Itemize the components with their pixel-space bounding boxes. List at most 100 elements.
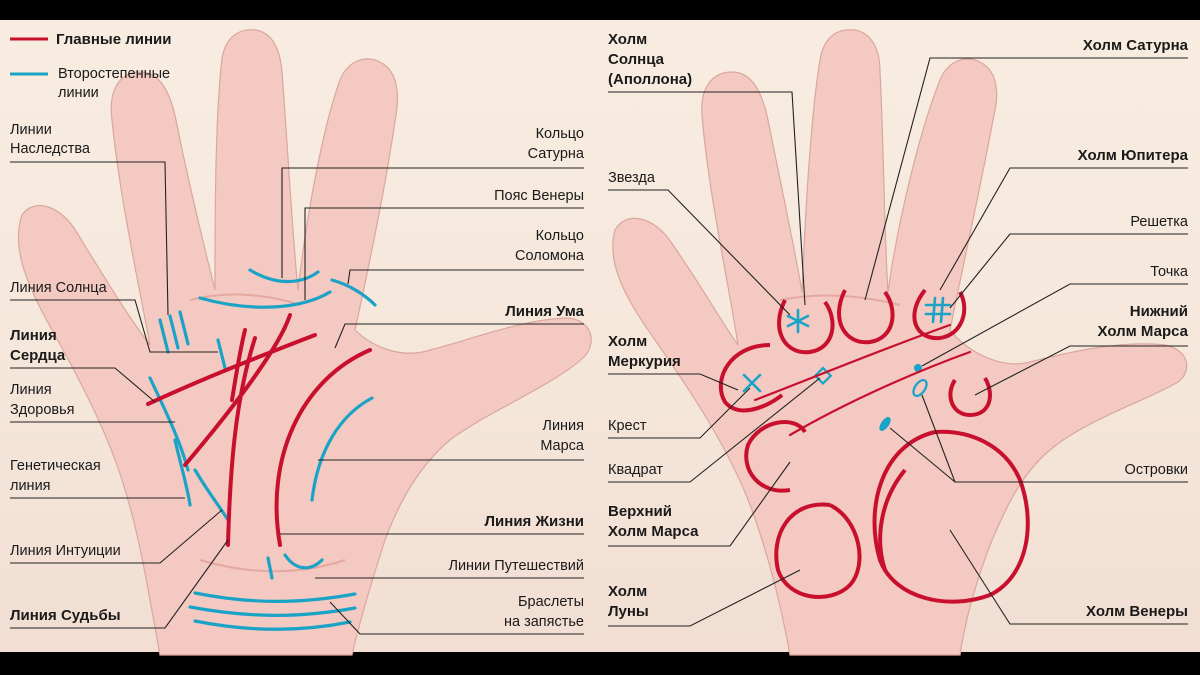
label-venus-belt: Пояс Венеры (494, 188, 584, 204)
saturn-ring-line (248, 268, 320, 284)
label-solomon-ring-1: Кольцо (536, 228, 584, 244)
label-mercury-2: Меркурия (608, 353, 681, 370)
lower-mars-mount (948, 376, 992, 418)
travel-line-1 (266, 556, 274, 580)
leader-intuition (10, 509, 223, 564)
label-jupiter-mount: Холм Юпитера (1078, 147, 1189, 164)
label-sun-mount-3: (Аполлона) (608, 71, 692, 88)
mars-line (310, 396, 374, 502)
label-dot: Точка (1150, 264, 1189, 280)
label-square: Квадрат (608, 462, 663, 478)
label-intuition: Линия Интуиции (10, 543, 121, 559)
label-venus-mount: Холм Венеры (1086, 603, 1188, 620)
leader-grille (949, 233, 1188, 309)
heredity-line-1 (158, 318, 170, 354)
legend-secondary-label-1: Второстепенные (58, 66, 170, 82)
label-fate: Линия Судьбы (10, 607, 121, 624)
label-lower-mars-2: Холм Марса (1098, 323, 1189, 340)
leader-dot (921, 283, 1188, 367)
right-hand (612, 29, 1188, 656)
travel-line-2 (283, 553, 324, 570)
right-labels-west: Холм Солнца (Аполлона) Звезда Холм Мерку… (608, 31, 821, 627)
label-mind-line: Линия Ума (505, 303, 584, 320)
leader-jupiter-mount (939, 167, 1188, 291)
island-icon-2 (879, 417, 891, 431)
sun-mount (777, 299, 835, 355)
label-saturn-mount: Холм Сатурна (1083, 37, 1189, 54)
genetic-line (173, 438, 192, 507)
label-genetic-2: линия (10, 478, 51, 494)
mind-line (183, 313, 292, 467)
leader-islands-2 (889, 427, 956, 483)
right-mounts (718, 288, 1030, 604)
heart-line (146, 333, 317, 406)
label-cross: Крест (608, 418, 647, 434)
leader-fate (10, 539, 229, 629)
upper-mars-mount (744, 420, 807, 493)
leader-bracelets (329, 601, 584, 635)
venus-mount-inner (878, 468, 907, 571)
legend: Главные линии Второстепенные линии (10, 31, 171, 101)
right-palm (612, 29, 1188, 656)
label-heart-2: Сердца (10, 347, 66, 364)
cross-icon (742, 373, 762, 393)
right-heart-line (753, 323, 952, 402)
leader-cross (608, 387, 751, 439)
label-health-2: Здоровья (10, 402, 75, 418)
life-line (274, 348, 372, 547)
leader-mind-line (334, 323, 584, 349)
label-saturn-ring-2: Сатурна (528, 146, 585, 162)
legend-main-label: Главные линии (56, 31, 171, 48)
left-palm (17, 29, 592, 656)
venus-belt-line (198, 290, 332, 309)
label-heredity-1: Линии (10, 122, 52, 138)
label-mars-line-1: Линия (542, 418, 584, 434)
moon-mount (774, 502, 862, 599)
left-main-lines (146, 313, 372, 547)
label-grille: Решетка (1130, 214, 1189, 230)
label-health-1: Линия (10, 382, 52, 398)
leader-saturn-mount (864, 57, 1188, 301)
star-icon (786, 308, 810, 334)
label-moon-2: Луны (608, 603, 649, 620)
label-bracelets-1: Браслеты (518, 594, 584, 610)
fate-line (226, 336, 257, 547)
leader-upper-mars (608, 461, 791, 547)
intuition-line (193, 468, 230, 522)
label-sun-mount-2: Солнца (608, 51, 665, 68)
right-labels-east: Холм Сатурна Холм Юпитера Решетка Точка … (864, 37, 1189, 625)
venus-mount (872, 429, 1030, 604)
health-line (148, 376, 190, 472)
label-life-line: Линия Жизни (485, 513, 584, 530)
label-star: Звезда (608, 170, 656, 186)
leader-solomon-ring (347, 269, 584, 285)
fate-line-branch (230, 328, 247, 402)
leader-moon (608, 569, 801, 627)
leader-saturn-ring (281, 167, 584, 278)
label-upper-mars-2: Холм Марса (608, 523, 699, 540)
label-sun-mount-1: Холм (608, 31, 647, 48)
island-icon-1 (912, 378, 928, 398)
legend-secondary-label-2: линии (58, 85, 99, 101)
bracelet-1 (193, 591, 357, 603)
grille-icon (924, 296, 952, 324)
label-mercury-1: Холм (608, 333, 647, 350)
label-upper-mars-1: Верхний (608, 503, 672, 520)
label-islands: Островки (1125, 462, 1188, 478)
heredity-line-2 (168, 314, 180, 350)
leader-heredity (10, 161, 169, 316)
leader-sun-line (10, 299, 218, 353)
leader-heart (10, 367, 156, 403)
leader-lower-mars (974, 345, 1188, 396)
bracelet-3 (193, 619, 352, 631)
left-labels-west: Линии Наследства Линия Солнца Линия Серд… (10, 122, 229, 629)
label-sun-line: Линия Солнца (10, 280, 108, 296)
leader-venus-mount (949, 529, 1188, 625)
left-secondary-lines (148, 268, 377, 631)
label-heredity-2: Наследства (10, 141, 91, 157)
label-lower-mars-1: Нижний (1130, 303, 1188, 320)
label-moon-1: Холм (608, 583, 647, 600)
left-labels-east: Кольцо Сатурна Пояс Венеры Кольцо Соломо… (280, 126, 585, 635)
leader-sun-mount (608, 91, 806, 306)
